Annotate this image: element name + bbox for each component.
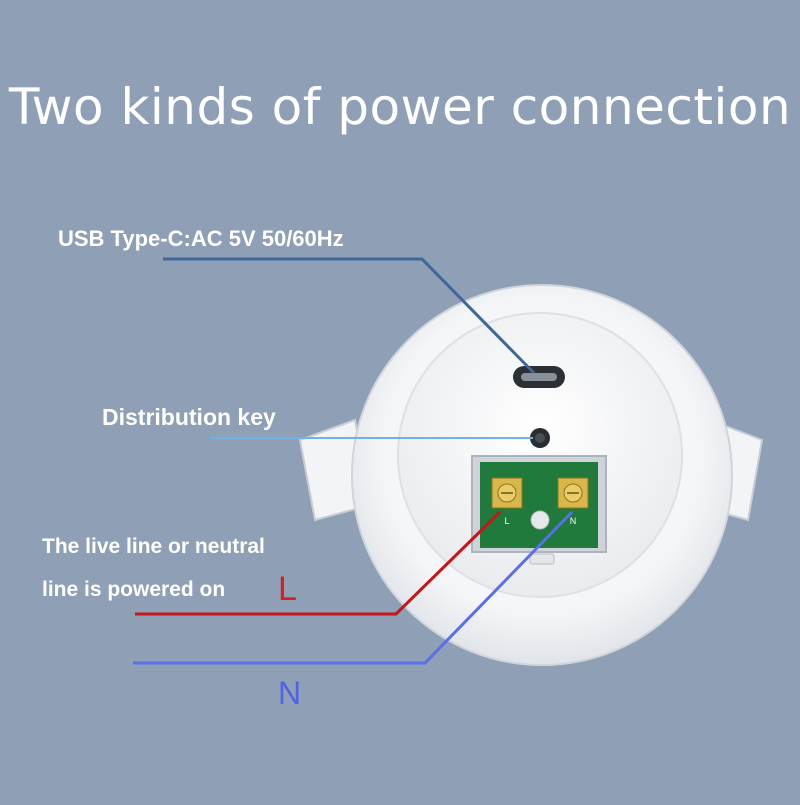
terminal-l: L [491,477,523,526]
live-wire [135,510,502,616]
terminal-box: L N [471,455,607,565]
terminal-n: N [557,477,589,526]
usb-type-c-label: USB Type-C:AC 5V 50/60Hz [58,226,344,251]
usb-leader-line [163,257,536,375]
terminal-l-label: L [504,516,509,526]
neutral-wire [133,510,574,665]
live-line-label-line1: The live line or neutral [42,535,265,558]
distribution-key-label: Distribution key [102,404,276,430]
vent-slot [529,553,555,565]
distribution-key-button [530,428,550,448]
screw-hole [530,510,550,530]
live-line-label-line2: line is powered on [42,578,226,601]
terminal-n-label: N [570,516,577,526]
usb-c-port [513,366,565,388]
live-wire-marker: L [278,570,297,608]
neutral-wire-marker: N [278,675,302,711]
page-title: Two kinds of power connection [8,78,792,136]
